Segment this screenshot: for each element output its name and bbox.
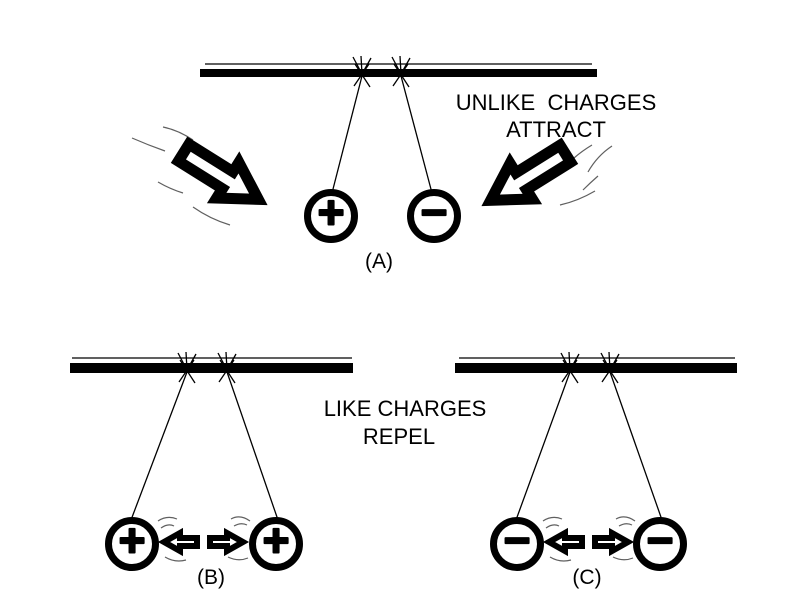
like-charges-caption: LIKE CHARGES REPEL: [324, 396, 487, 449]
pendulum-string: [515, 371, 571, 521]
panel-b: + + (B): [70, 351, 353, 589]
repel-arrow-left-icon: [549, 533, 582, 551]
attract-arrow-right-icon: [480, 136, 577, 218]
attract-arrow-left-icon: [173, 135, 270, 217]
ceiling-bar-b: [70, 363, 353, 373]
ceiling-bar-a: [200, 69, 597, 77]
negative-charge-symbol: −: [647, 514, 674, 566]
negative-charge-ball: [490, 517, 544, 571]
pendulum-string: [226, 371, 279, 521]
pendulum-string: [400, 75, 433, 194]
negative-charge-ball: [633, 517, 687, 571]
panel-c: − − (C): [455, 351, 737, 589]
positive-charge-symbol: +: [119, 514, 146, 566]
panel-a: + − UNLIKE CHARGES ATTRACT (A): [131, 55, 657, 273]
like-charges-caption-line1: LIKE CHARGES: [324, 396, 487, 421]
negative-charge-symbol: −: [504, 514, 531, 566]
unlike-charges-caption-line2: ATTRACT: [506, 117, 606, 142]
negative-charge-symbol: −: [421, 186, 448, 238]
panel-a-label: (A): [365, 250, 393, 273]
repel-arrow-right-icon: [210, 533, 243, 551]
ceiling-bar-c: [455, 363, 737, 373]
pendulum-string: [331, 75, 363, 194]
positive-charge-symbol: +: [318, 186, 345, 238]
positive-charge-ball: [249, 517, 303, 571]
like-charges-caption-line2: REPEL: [363, 424, 435, 449]
unlike-charges-caption-line1: UNLIKE CHARGES: [456, 90, 657, 115]
positive-charge-ball: [304, 189, 358, 243]
repel-arrow-right-icon: [595, 533, 628, 551]
panel-c-label: (C): [572, 566, 601, 589]
pendulum-string: [130, 371, 188, 521]
negative-charge-ball: [407, 189, 461, 243]
positive-charge-symbol: +: [263, 514, 290, 566]
pendulum-string: [609, 371, 663, 521]
vibration-arcs-b: [157, 516, 251, 562]
motion-arcs-right: [559, 144, 613, 206]
positive-charge-ball: [105, 517, 159, 571]
vibration-arcs-c: [542, 516, 636, 562]
repel-arrow-left-icon: [164, 533, 197, 551]
panel-b-label: (B): [197, 566, 225, 589]
motion-arcs-left: [131, 126, 231, 226]
